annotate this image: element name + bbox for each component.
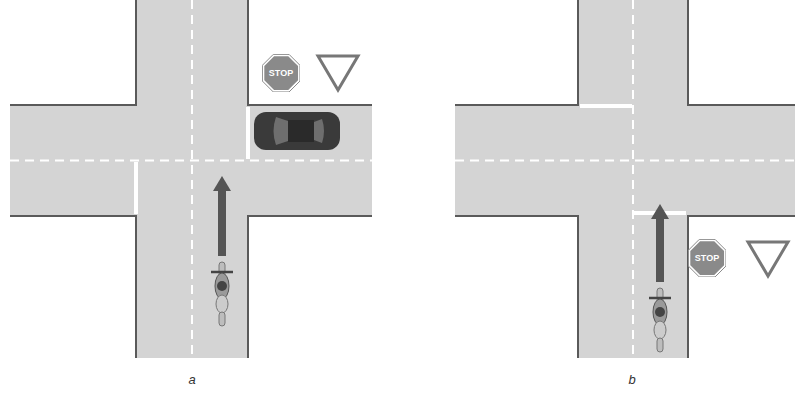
intersection xyxy=(10,0,372,358)
panel-label: b xyxy=(628,372,635,387)
curb xyxy=(248,216,372,358)
direction-arrow xyxy=(651,204,669,282)
motorcycle xyxy=(211,262,233,326)
curb xyxy=(688,0,795,105)
sign-text: STOP xyxy=(695,254,719,263)
stop-line xyxy=(580,104,632,108)
stop-sign: STOP xyxy=(688,239,726,277)
curb xyxy=(10,216,136,358)
motorcycle xyxy=(649,288,671,352)
sign-text: STOP xyxy=(269,69,293,78)
curb xyxy=(10,0,136,105)
lane-divider xyxy=(455,160,795,162)
intersection xyxy=(455,0,795,358)
stop-line xyxy=(246,107,250,159)
lane-divider xyxy=(10,160,372,162)
car xyxy=(254,112,340,150)
curb xyxy=(455,216,578,358)
lane-divider xyxy=(632,0,634,358)
yield-sign xyxy=(318,56,358,90)
direction-arrow xyxy=(213,176,231,256)
curb xyxy=(455,0,578,105)
curb xyxy=(688,216,795,358)
panel-label: a xyxy=(188,372,195,387)
yield-sign xyxy=(748,242,788,276)
lane-divider xyxy=(191,0,193,358)
road xyxy=(455,105,795,216)
stop-line xyxy=(134,162,138,214)
curb xyxy=(248,0,372,105)
stop-sign: STOP xyxy=(262,54,300,92)
